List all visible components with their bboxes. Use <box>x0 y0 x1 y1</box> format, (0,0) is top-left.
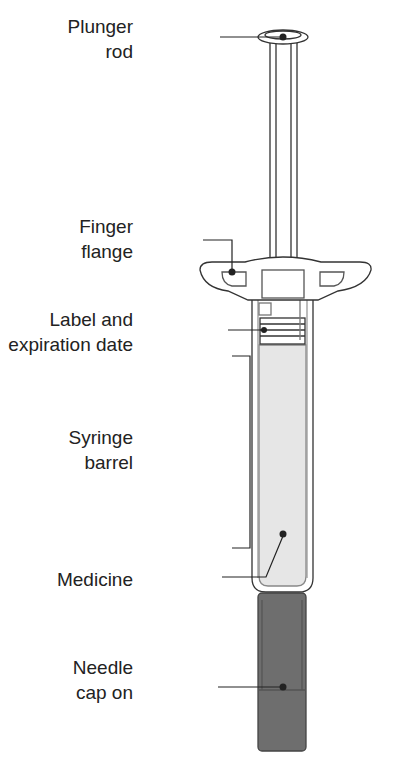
part-label: Syringe barrel <box>23 426 133 475</box>
plunger-stopper <box>260 318 305 344</box>
syringe-barrel-bracket <box>232 356 250 548</box>
needle-cap <box>258 593 306 751</box>
leader-line <box>218 686 283 687</box>
syringe-barrel <box>252 282 313 592</box>
medicine <box>259 345 306 586</box>
finger-flange <box>200 257 371 300</box>
part-label: Finger flange <box>33 215 133 264</box>
leader-line <box>220 36 283 37</box>
leader-line <box>228 329 264 330</box>
part-label: Plunger rod <box>38 15 133 64</box>
part-label: Medicine <box>0 568 133 593</box>
syringe-label <box>259 303 271 315</box>
leader-line <box>222 536 283 577</box>
part-label: Needle cap on <box>43 656 133 705</box>
leader-line <box>203 240 232 270</box>
part-label: Label and expiration date <box>3 308 133 357</box>
